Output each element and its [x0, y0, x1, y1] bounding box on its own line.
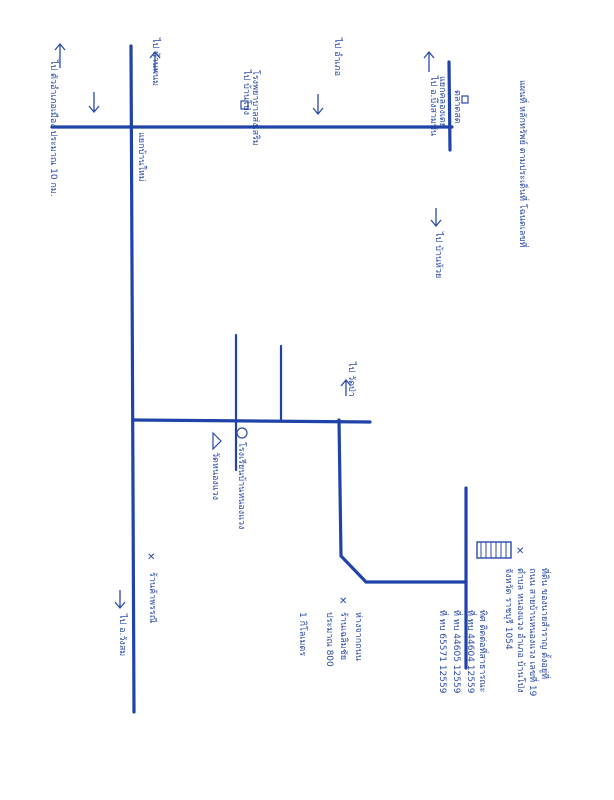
temple-triangle-icon [212, 431, 222, 451]
property-text-5: ทิศ ติดต่อที่สาธารณะ [477, 610, 490, 693]
arrow-phanom-icon [149, 50, 161, 72]
intersection-label-2: แยกคลองเตย [437, 76, 447, 128]
arrow-top-left-icon [54, 42, 66, 68]
property-text-4: จังหวัด ราชบุรี 1054 [503, 568, 514, 650]
property-text-6: ที่ ทบ 44604 12559 [465, 610, 478, 694]
intersection-label: แยกบ้านใหม่ [136, 132, 147, 182]
property-plot-icon [476, 541, 512, 559]
road-label-phanom: ไป บ้านพนม [150, 37, 161, 86]
title-box-icon [461, 95, 469, 104]
main-vertical-road [129, 44, 136, 714]
map-symbols: ✕ ✕ ✕ [147, 95, 524, 607]
property-text-2: ถนน สายบ้านหนองแวง เลขที่ 19 [527, 568, 540, 697]
road-label-town: ไป ตัวอำเภอเมือง ประมาณ 10 กม. [48, 59, 59, 197]
roads [50, 44, 468, 714]
landmark-shop-2: ร้านเฉลิมชัย [338, 612, 349, 660]
labels: แผนที่ หลักทรัพย์ ตามประเด็นที่ โฉนดเลขท… [48, 37, 552, 697]
property-text-7: ที่ ทบ 44605 12559 [451, 610, 464, 694]
road-label-mid: ไป วัดป่า [346, 361, 357, 397]
landmark-temple: วัดหนองแวง [210, 452, 220, 500]
road-label-bottom: ไป อ.วังสม [117, 613, 128, 656]
landmark-shop: ร้านค้าพรรณี [147, 572, 158, 623]
arrow-right-icon [430, 208, 442, 228]
shop-x-icon-2: ✕ [339, 596, 347, 607]
health-station-icon [240, 100, 249, 110]
winding-road [337, 418, 468, 584]
arrow-mid-icon [340, 378, 352, 396]
title-label-2: ไป อ.บึงสามพัน [428, 75, 439, 136]
arrow-town-icon [88, 92, 100, 114]
mid-annot-2: ประมาณ 800 [324, 612, 334, 667]
road-label-right: ไป บ้านห้วย [433, 231, 444, 278]
road-label-left-top: ไป อำเภอ [332, 37, 343, 76]
landmark-health: โรงพยาบาลส่งเสริม [250, 70, 261, 146]
arrow-bottom-icon [114, 590, 126, 610]
property-text-1: ที่ดิน ของนายสำราญ ตั้งอยู่ที่ [539, 568, 552, 679]
landmark-market: ตลาดสด [452, 90, 462, 124]
shop-x-icon: ✕ [147, 552, 155, 563]
school-circle-icon [236, 427, 248, 439]
property-text-8: ที่ ทบ 65571 12559 [437, 610, 450, 694]
property-text-3: ตำบล หนองแวง อำเภอ บ้านโป่ง [515, 568, 526, 693]
title-label-1: แผนที่ หลักทรัพย์ ตามประเด็นที่ โฉนดเลขท… [517, 80, 530, 248]
property-x-icon: ✕ [516, 546, 524, 557]
arrow-left-top-icon [312, 94, 324, 116]
mid-annot-1: ห่างจากถนน [353, 612, 363, 661]
direction-arrows [54, 42, 442, 610]
middle-horizontal-road [132, 418, 372, 424]
top-right-vertical-road [447, 60, 452, 152]
arrow-title-icon [423, 50, 435, 72]
road-label-ban-prong: ไป บ้านโป่ง [241, 69, 252, 115]
landmark-school: โรงเรียนบ้านหนองแวง [236, 442, 247, 529]
mid-annot-3: 1 กิโลเมตร [297, 612, 308, 656]
